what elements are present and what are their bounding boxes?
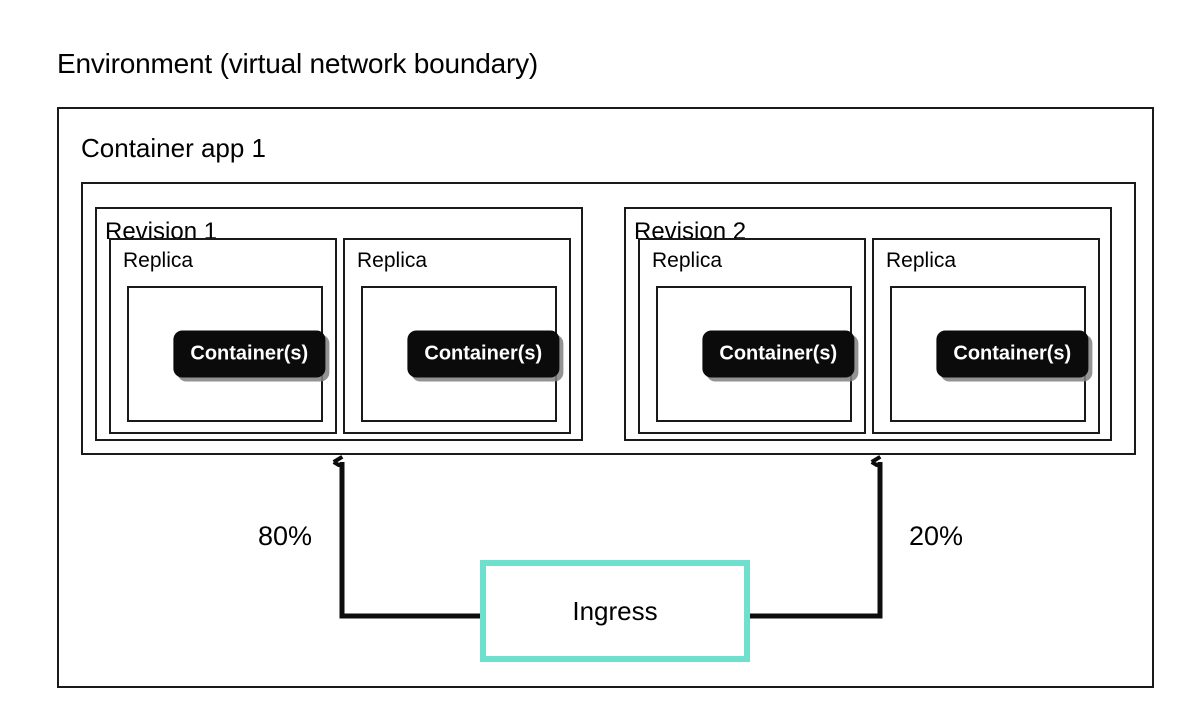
container-pill: Container(s)	[173, 330, 326, 378]
revision-2-title: Revision 2	[634, 218, 747, 245]
environment-caption: Environment (virtual network boundary)	[57, 48, 539, 79]
revision-1-box	[95, 207, 583, 441]
replica-inner-box: Container(s)	[361, 286, 560, 422]
replica-label: Replica	[123, 249, 194, 272]
traffic-percent-revision-2: 20%	[909, 521, 964, 551]
traffic-percent-revision-1: 80%	[258, 521, 313, 551]
container-pill: Container(s)	[702, 330, 855, 378]
replica-inner-box: Container(s)	[890, 286, 1089, 422]
container-pill: Container(s)	[936, 330, 1089, 378]
replica-label: Replica	[886, 249, 957, 272]
revision-2-box	[624, 207, 1112, 441]
replica-inner-box: Container(s)	[127, 286, 326, 422]
container-app-box	[81, 182, 1136, 455]
replica-group: Replica Container(s)	[343, 238, 571, 434]
replica-label: Replica	[357, 249, 428, 272]
revision-1-title: Revision 1	[105, 218, 218, 245]
container-pill: Container(s)	[407, 330, 560, 378]
environment-boundary-box	[57, 107, 1154, 688]
container-app-title: Container app 1	[81, 133, 267, 163]
replica-inner-box: Container(s)	[656, 286, 855, 422]
replica-group: Replica Container(s)	[638, 238, 866, 434]
ingress-box: Ingress	[480, 560, 750, 662]
replica-group: Replica Container(s)	[872, 238, 1100, 434]
replica-group: Replica Container(s)	[109, 238, 337, 434]
ingress-label: Ingress	[572, 596, 658, 626]
replica-label: Replica	[652, 249, 723, 272]
